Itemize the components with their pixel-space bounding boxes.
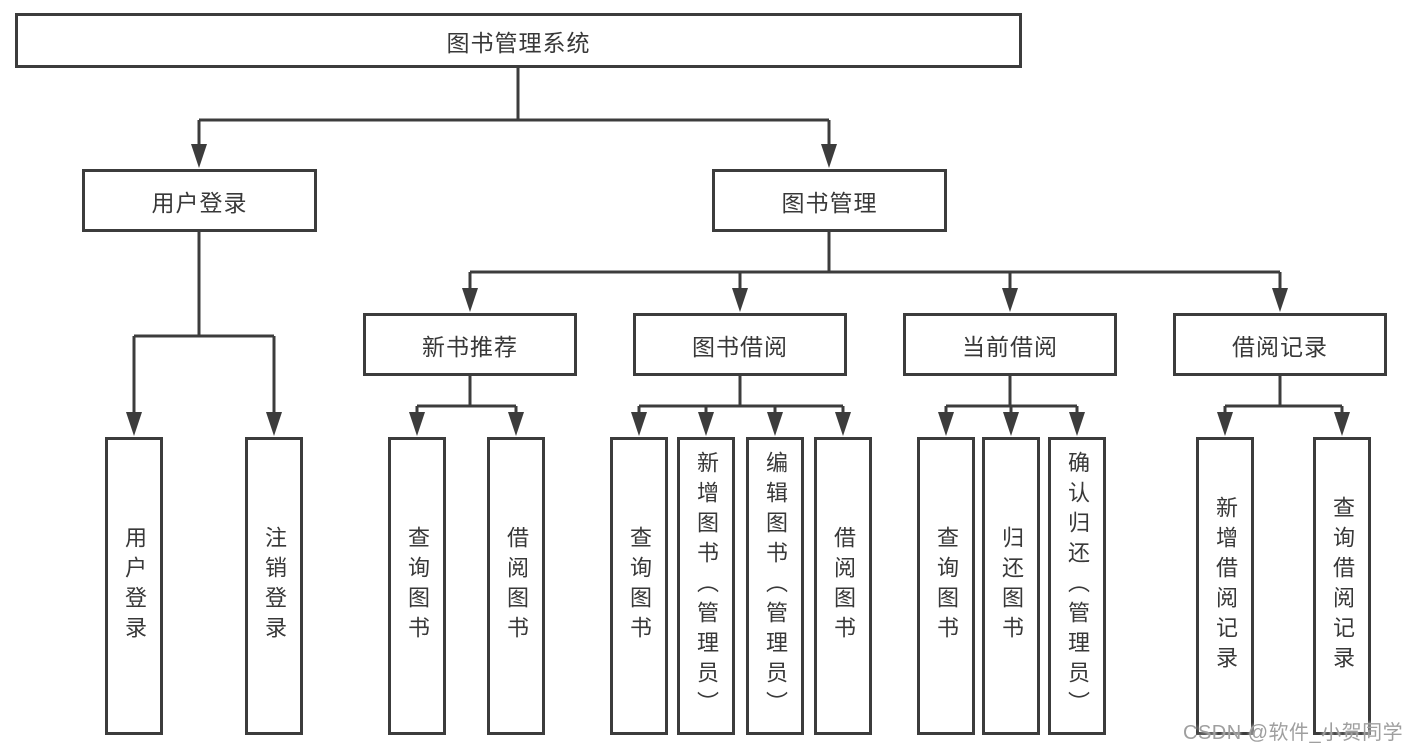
leaf-label: 查询借阅记录 [1330,496,1355,676]
connector-borrowing-records-children [1223,376,1344,413]
leaf-label: 借阅图书 [504,526,529,646]
leaf-confirm-return-admin: 确认归还（管理员） [1048,437,1106,735]
node-root-label: 图书管理系统 [446,29,591,56]
leaf-user-login: 用户登录 [105,437,163,735]
leaf-label: 用户登录 [122,526,147,646]
leaf-return-books: 归还图书 [982,437,1040,735]
node-user-login: 用户登录 [82,169,317,232]
node-label: 新书推荐 [422,333,518,360]
node-new-book-recommendation: 新书推荐 [363,313,577,376]
leaf-label: 借阅图书 [831,526,856,646]
arrowheads-user-login [126,412,282,436]
leaf-label: 编辑图书（管理员） [763,451,788,721]
arrowheads-borrowing-records [1217,412,1350,436]
arrowheads-level3 [462,288,1288,312]
leaf-label: 查询图书 [405,526,430,646]
connector-current-borrowing-children [944,376,1079,413]
node-borrowing-records: 借阅记录 [1173,313,1387,376]
leaf-label: 归还图书 [999,526,1024,646]
node-label: 当前借阅 [962,333,1058,360]
leaf-label: 查询图书 [934,526,959,646]
leaf-borrow-books-recommend: 借阅图书 [487,437,545,735]
leaf-label: 确认归还（管理员） [1065,451,1090,721]
arrowheads-new-book [409,412,524,436]
leaf-edit-books-admin: 编辑图书（管理员） [746,437,804,735]
connector-new-book-children [415,376,518,413]
arrowheads-book-borrowing [631,412,851,436]
node-label: 图书管理 [781,189,878,216]
arrowheads-current-borrowing [938,412,1085,436]
leaf-label: 注销登录 [262,526,287,646]
leaf-query-books-borrowing: 查询图书 [610,437,668,735]
node-label: 图书借阅 [692,333,788,360]
node-root: 图书管理系统 [15,13,1022,68]
connector-root-to-level2 [197,68,831,145]
leaf-query-books-recommend: 查询图书 [388,437,446,735]
leaf-label: 新增借阅记录 [1213,496,1238,676]
leaf-query-borrow-record: 查询借阅记录 [1313,437,1371,735]
leaf-label: 新增图书（管理员） [694,451,719,721]
connector-book-borrowing-children [637,376,845,413]
leaf-add-borrow-record: 新增借阅记录 [1196,437,1254,735]
node-book-borrowing: 图书借阅 [633,313,847,376]
leaf-add-books-admin: 新增图书（管理员） [677,437,735,735]
leaf-label: 查询图书 [627,526,652,646]
node-label: 借阅记录 [1232,333,1328,360]
arrowheads-level2 [191,144,837,168]
csdn-watermark: CSDN @软件_小贺同学 [1183,722,1404,744]
leaf-logout-login: 注销登录 [245,437,303,735]
connector-user-login-children [132,232,276,413]
node-label: 用户登录 [151,189,248,216]
leaf-query-books-current: 查询图书 [917,437,975,735]
leaf-borrow-books-borrowing: 借阅图书 [814,437,872,735]
node-book-management: 图书管理 [712,169,947,232]
connector-book-management-children [468,232,1282,289]
node-current-borrowing: 当前借阅 [903,313,1117,376]
